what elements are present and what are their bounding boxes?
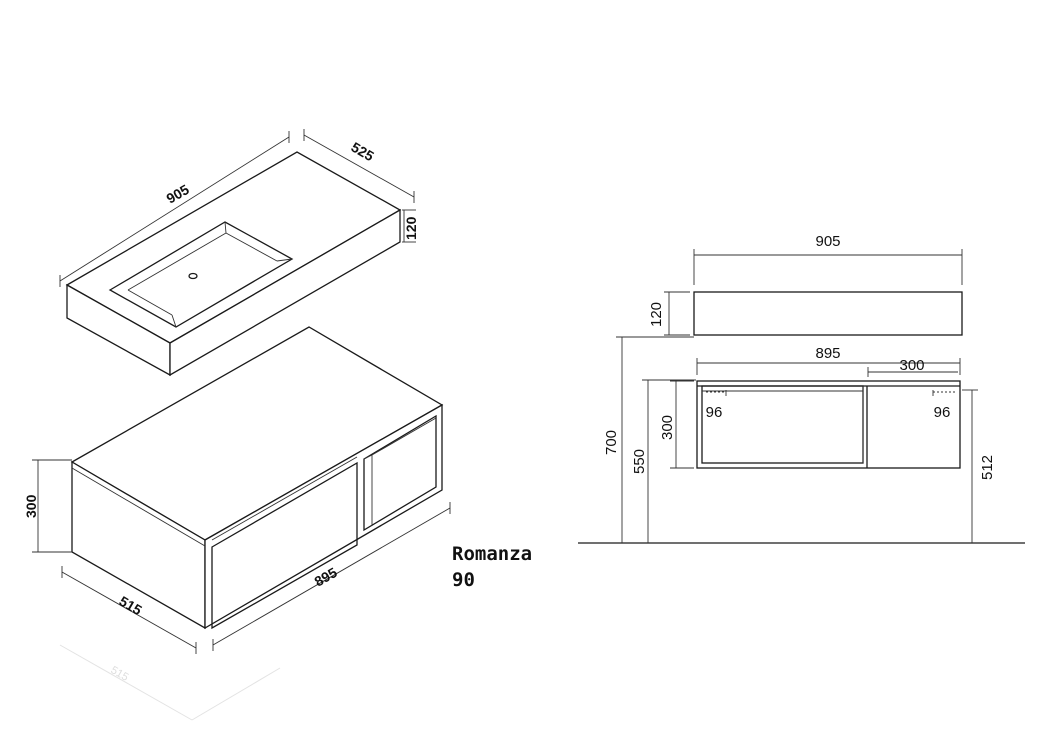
drain-hole xyxy=(188,272,198,280)
front-view: 905 120 700 550 895 300 xyxy=(578,233,1025,544)
front-offset-left: 96 xyxy=(706,404,723,421)
iso-basin xyxy=(65,151,402,377)
product-name: Romanza xyxy=(452,543,533,565)
front-cabinet xyxy=(696,380,961,469)
iso-basin-height: 120 xyxy=(403,216,419,240)
front-offset-right: 96 xyxy=(934,404,951,421)
svg-text:515: 515 xyxy=(109,664,131,684)
front-shelf-width: 300 xyxy=(899,357,924,374)
iso-cabinet xyxy=(70,326,444,630)
front-basin-height: 120 xyxy=(648,302,665,327)
iso-basin-length: 905 xyxy=(164,181,192,207)
front-cabinet-height: 300 xyxy=(659,415,676,440)
front-basin-width: 905 xyxy=(815,233,840,250)
front-basin xyxy=(693,291,963,336)
iso-cabinet-height: 300 xyxy=(23,494,39,518)
ghost-mark: 515 xyxy=(59,644,281,721)
iso-basin-depth: 525 xyxy=(349,139,377,165)
front-right-height: 512 xyxy=(979,455,996,480)
front-drawer xyxy=(701,385,864,464)
front-floor-to-cabinet: 550 xyxy=(631,449,648,474)
product-model: 90 xyxy=(452,569,475,591)
front-total-height: 700 xyxy=(603,430,620,455)
front-cabinet-width: 895 xyxy=(815,345,840,362)
iso-cabinet-depth: 515 xyxy=(117,593,145,619)
